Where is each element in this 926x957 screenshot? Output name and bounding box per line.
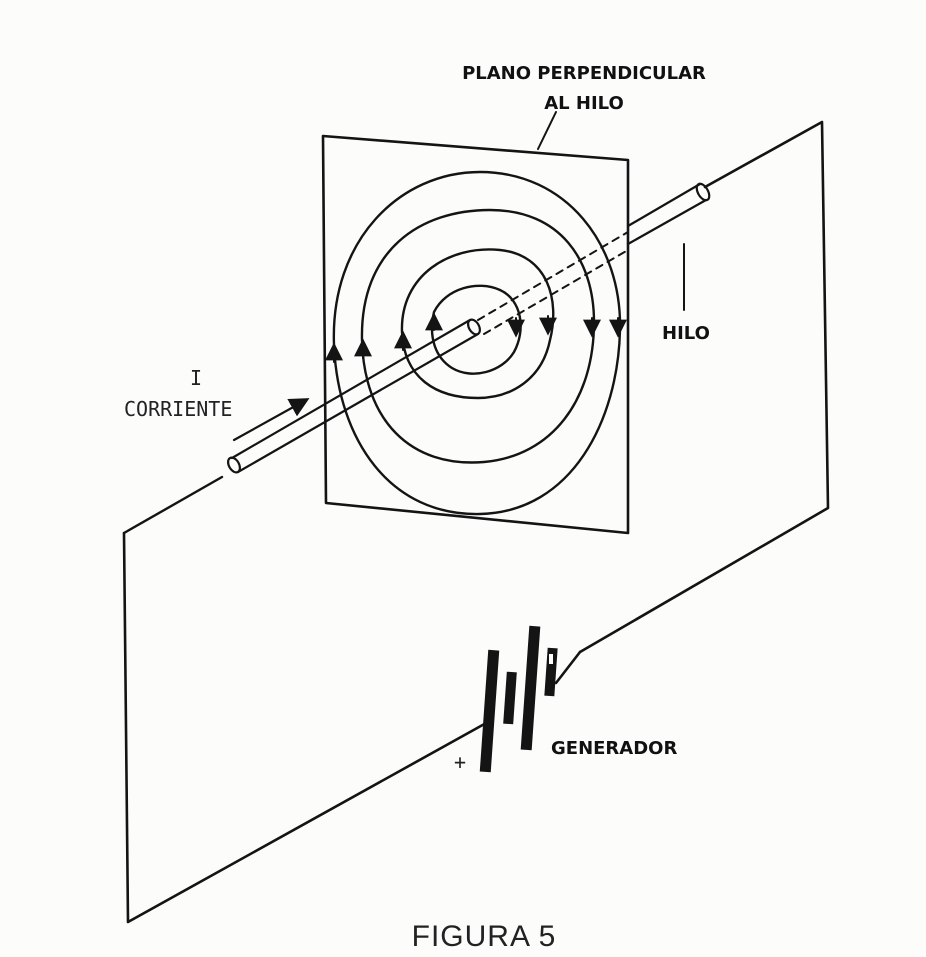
current-label: CORRIENTE	[124, 397, 232, 421]
circuit-wire	[578, 120, 830, 654]
field-arrows	[325, 312, 627, 363]
field-line-2	[400, 248, 555, 400]
generator-label: GENERADOR	[551, 738, 677, 759]
current-symbol-label: I	[190, 366, 202, 390]
plane-label-line1: PLANO PERPENDICULAR	[462, 63, 706, 84]
wire-hidden	[477, 231, 629, 335]
wire-back	[626, 182, 711, 246]
plane-label-line2: AL HILO	[544, 93, 624, 114]
current-arrow-icon	[232, 398, 310, 442]
field-lines	[332, 170, 622, 516]
field-line-1	[430, 284, 522, 375]
battery-plate-4	[544, 647, 558, 697]
generator-battery	[479, 625, 558, 773]
figure-caption: FIGURA 5	[412, 920, 557, 953]
circuit-wire-battery-right	[554, 650, 582, 685]
field-line-3	[360, 208, 596, 464]
plus-sign-label: +	[454, 750, 466, 774]
battery-plate-1	[479, 649, 500, 773]
plane-label-leader	[537, 111, 557, 150]
circuit-wire-left-bottom	[122, 531, 490, 924]
circuit-wire-top-left	[122, 475, 224, 535]
battery-plate-2	[503, 671, 517, 725]
wire-label: HILO	[662, 323, 710, 344]
perpendicular-plane	[321, 134, 630, 535]
wire-front	[227, 318, 481, 474]
battery-plate-3	[520, 625, 541, 751]
